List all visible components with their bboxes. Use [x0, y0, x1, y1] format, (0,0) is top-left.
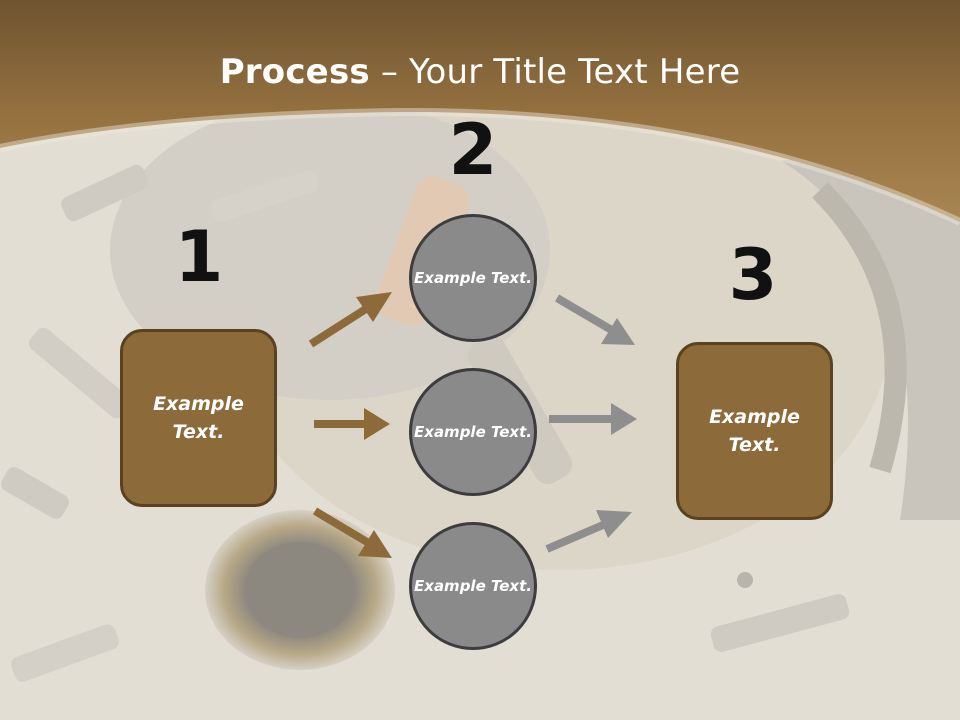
- brown-arrow-up: [308, 292, 392, 348]
- circle-top: Example Text.: [409, 214, 537, 342]
- title-rest: – Your Title Text Here: [369, 52, 741, 92]
- right-step-box: Example Text.: [676, 342, 833, 520]
- brown-arrow-right: [314, 408, 390, 440]
- circle-top-text: Example Text.: [414, 268, 532, 287]
- step-number-3: 3: [728, 234, 778, 316]
- step-number-1: 1: [174, 216, 224, 298]
- left-step-box-text: Example Text.: [153, 392, 244, 444]
- circle-middle-text: Example Text.: [414, 422, 532, 441]
- circle-bottom: Example Text.: [409, 522, 537, 650]
- gray-arrow-down: [554, 294, 635, 345]
- brown-arrow-down: [312, 507, 392, 558]
- right-step-box-text: Example Text.: [709, 405, 800, 457]
- gray-arrow-up: [545, 510, 632, 553]
- step-number-2: 2: [448, 109, 498, 191]
- circle-middle: Example Text.: [409, 368, 537, 496]
- title-bold: Process: [219, 52, 370, 92]
- left-step-box: Example Text.: [120, 329, 277, 507]
- gray-arrow-right: [549, 403, 637, 435]
- circle-bottom-text: Example Text.: [414, 576, 532, 595]
- slide-title: Process – Your Title Text Here: [0, 52, 960, 92]
